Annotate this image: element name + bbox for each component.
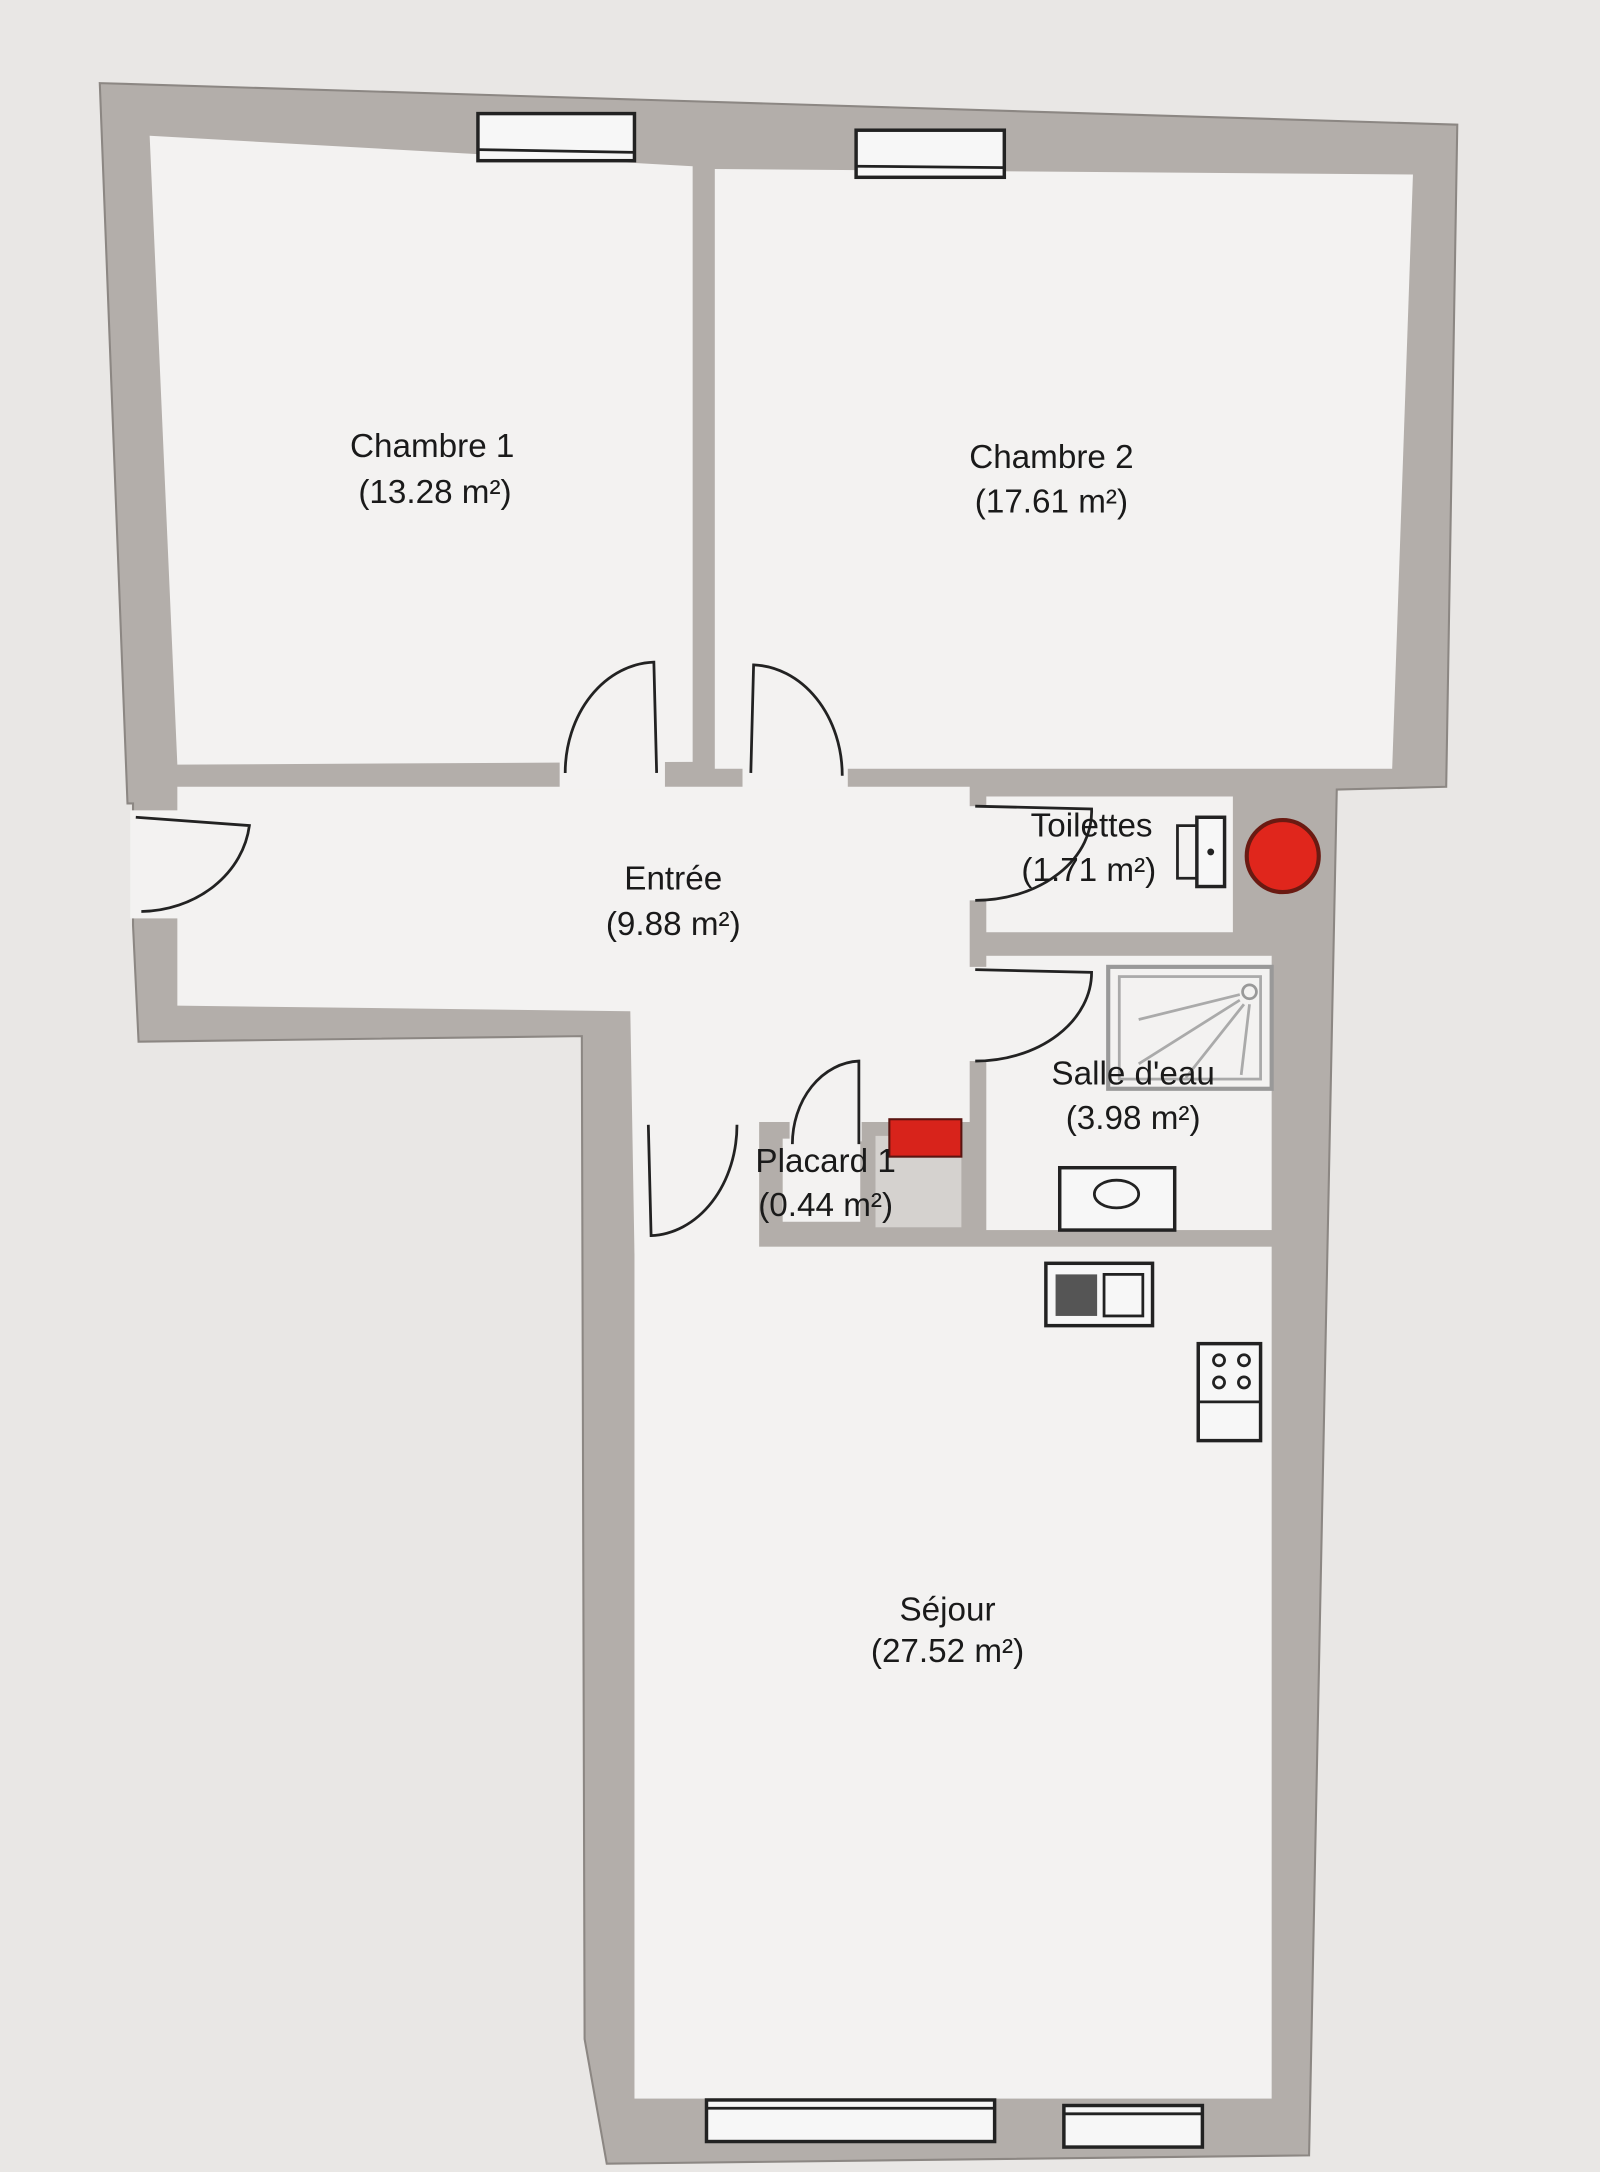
room-label-toilettes: Toilettes xyxy=(1031,808,1153,845)
room-area-chambre-1: (13.28 m²) xyxy=(358,474,511,511)
red-marker-dot xyxy=(1244,817,1321,895)
room-label-sejour: Séjour xyxy=(899,1592,995,1629)
door-opening-toilettes xyxy=(962,806,994,901)
room-sejour xyxy=(634,1246,1272,2099)
room-entree xyxy=(177,786,970,1254)
door-opening-chambre-1 xyxy=(559,759,665,790)
front-door xyxy=(135,815,251,913)
door-chambre-2 xyxy=(749,663,844,776)
room-toilettes xyxy=(986,796,1233,933)
door-chambre-1 xyxy=(563,660,659,773)
room-chambre-1 xyxy=(149,135,693,765)
room-placard xyxy=(782,1138,861,1222)
electrical-panel-icon xyxy=(888,1118,963,1158)
door-sejour xyxy=(646,1124,739,1238)
room-area-salle-deau: (3.98 m²) xyxy=(1066,1100,1201,1137)
door-placard xyxy=(790,1059,861,1145)
toilet-icon xyxy=(1176,815,1227,889)
door-opening-chambre-2 xyxy=(742,759,848,790)
window xyxy=(854,128,1007,180)
kitchen-sink-icon xyxy=(1044,1261,1155,1328)
room-area-toilettes: (1.71 m²) xyxy=(1021,852,1156,889)
window xyxy=(1062,2103,1205,2149)
room-area-entree: (9.88 m²) xyxy=(606,906,741,943)
window xyxy=(476,111,637,163)
room-chambre-2 xyxy=(714,168,1413,769)
room-area-chambre-2: (17.61 m²) xyxy=(975,484,1128,521)
door-toilettes xyxy=(975,804,1093,902)
window xyxy=(704,2098,997,2144)
front-door-opening xyxy=(130,810,186,919)
stove-icon xyxy=(1196,1341,1263,1443)
door-opening-salle-deau xyxy=(962,966,994,1062)
room-label-placard: Placard 1 xyxy=(755,1143,895,1180)
room-label-salle-deau: Salle d'eau xyxy=(1051,1056,1214,1093)
room-label-entree: Entrée xyxy=(624,860,722,897)
washbasin-icon xyxy=(1057,1165,1177,1232)
door-salle-deau xyxy=(975,968,1093,1063)
room-area-placard: (0.44 m²) xyxy=(758,1187,893,1224)
shower-tray-icon xyxy=(1106,964,1274,1091)
room-area-sejour: (27.52 m²) xyxy=(871,1633,1024,1670)
room-label-chambre-2: Chambre 2 xyxy=(969,439,1133,476)
door-opening-placard xyxy=(789,1119,862,1142)
room-label-chambre-1: Chambre 1 xyxy=(350,428,514,465)
